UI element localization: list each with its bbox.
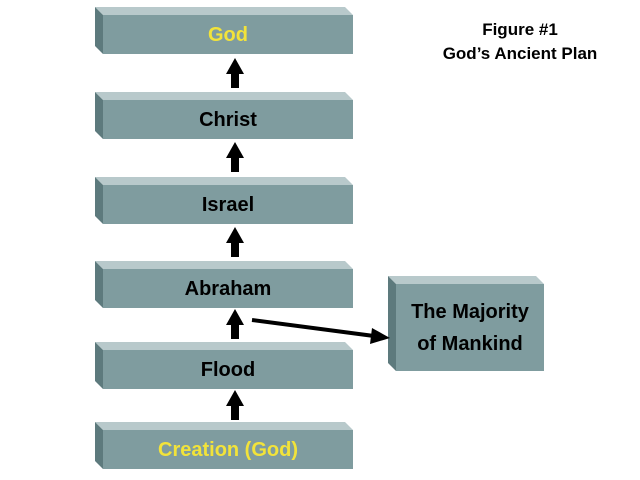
box-god: God xyxy=(95,7,353,54)
box-christ: Christ xyxy=(95,92,353,139)
arrow-up-icon xyxy=(226,309,244,339)
arrow-up-icon xyxy=(226,390,244,420)
box-flood-label: Flood xyxy=(200,358,256,381)
arrow-up-icon xyxy=(226,227,244,257)
figure-title-line1: Figure #1 xyxy=(482,20,558,39)
arrow-up-icon xyxy=(226,58,244,88)
box-abraham-label: Abraham xyxy=(184,277,272,300)
figure-title: Figure #1 God’s Ancient Plan xyxy=(420,18,620,66)
box-flood: Flood xyxy=(95,342,353,389)
arrow-up-icon xyxy=(226,142,244,172)
box-abraham: Abraham xyxy=(95,261,353,308)
box-christ-label: Christ xyxy=(199,108,257,131)
figure-title-line2: God’s Ancient Plan xyxy=(442,44,598,63)
box-creation: Creation (God) xyxy=(95,422,353,469)
box-majority-line1: The Majority xyxy=(411,300,529,323)
box-majority-line2: of Mankind xyxy=(417,332,523,355)
box-creation-label: Creation (God) xyxy=(158,438,298,461)
box-majority-of-mankind: The Majority of Mankind xyxy=(388,276,544,371)
box-god-label: God xyxy=(208,23,248,46)
arrow-right-icon xyxy=(251,318,390,344)
box-israel: Israel xyxy=(95,177,353,224)
box-israel-label: Israel xyxy=(201,193,255,216)
